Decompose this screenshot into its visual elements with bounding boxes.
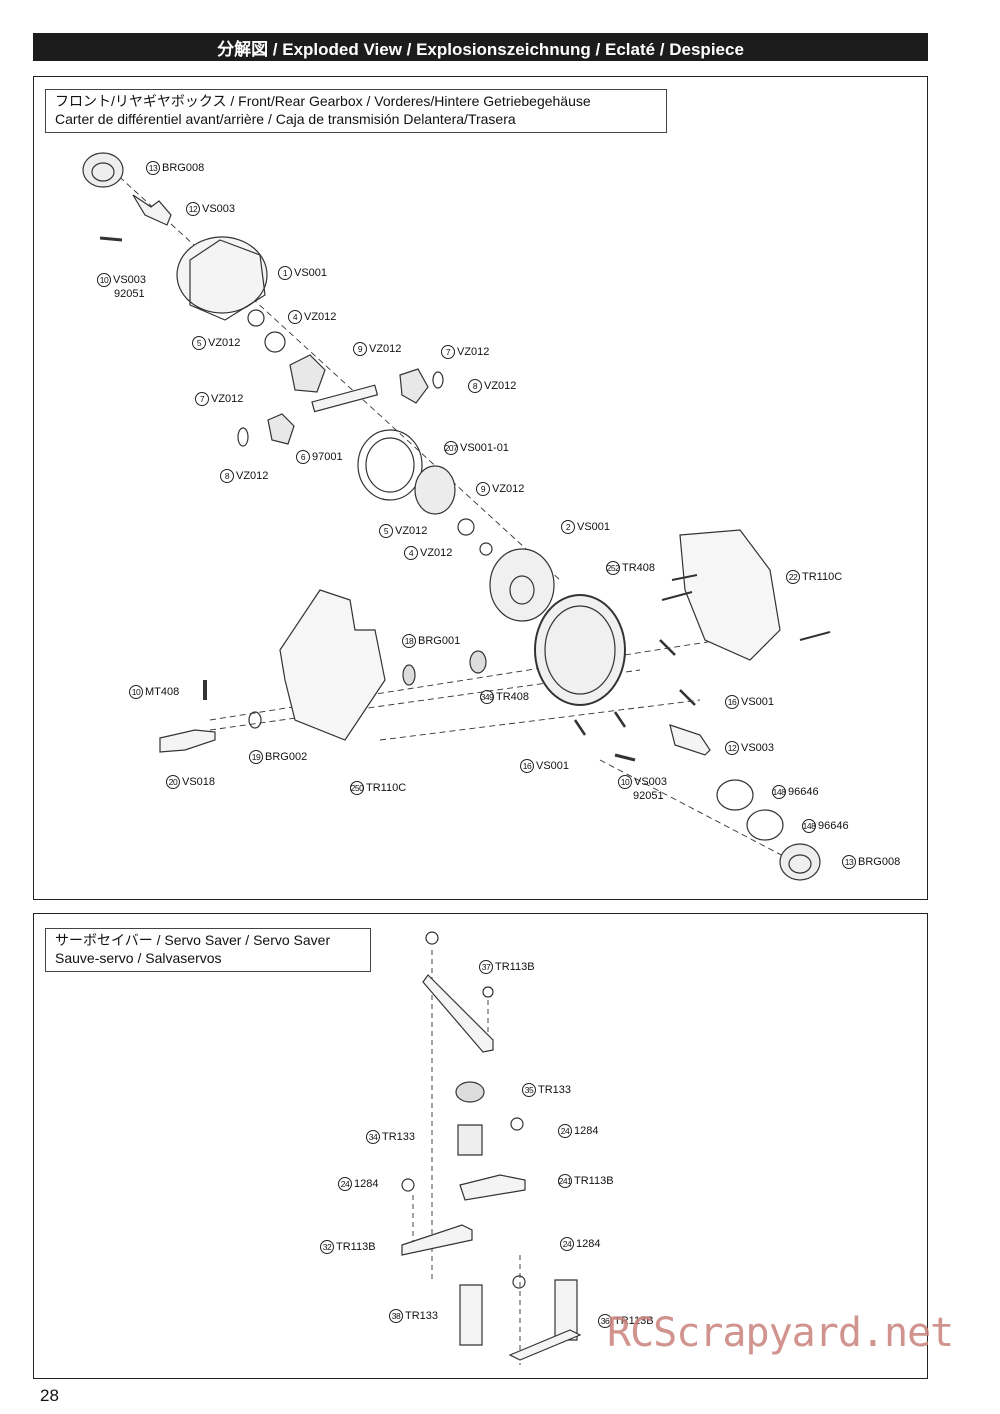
servo-saver-section-title: サーボセイバー / Servo Saver / Servo Saver Sauv…: [45, 928, 371, 972]
part-sub-code: 92051: [114, 288, 145, 300]
gearbox-panel: [33, 76, 928, 900]
gearbox-section-title: フロント/リヤギヤボックス / Front/Rear Gearbox / Vor…: [45, 89, 667, 133]
page-number: 28: [40, 1386, 59, 1405]
watermark: RCScrapyard.net: [607, 1310, 954, 1356]
servo-saver-panel: [33, 913, 928, 1379]
page-header: 分解図 / Exploded View / Explosionszeichnun…: [33, 33, 928, 61]
part-sub-code: 92051: [633, 790, 664, 802]
header-title: 分解図 / Exploded View / Explosionszeichnun…: [217, 39, 744, 59]
